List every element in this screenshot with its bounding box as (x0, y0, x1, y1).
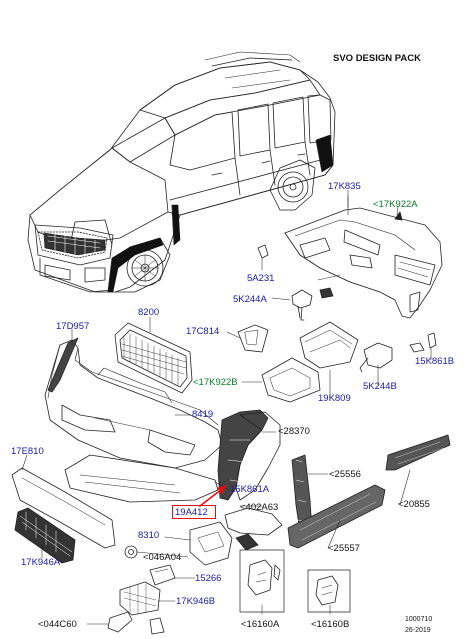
callout-17k922b[interactable]: <17K922B (193, 377, 238, 388)
callout-046a04[interactable]: <046A04 (143, 552, 182, 563)
callout-16160b[interactable]: <16160B (311, 619, 350, 630)
front-bumper-art (44, 339, 223, 469)
highlight-box-19a412 (172, 505, 216, 519)
callout-15266[interactable]: 15266 (195, 573, 222, 584)
callout-8419[interactable]: 8419 (192, 409, 214, 420)
callout-402a63[interactable]: <402A63 (240, 502, 279, 513)
callout-8310[interactable]: 8310 (138, 530, 160, 541)
callout-16160a[interactable]: <16160A (241, 619, 280, 630)
footer-code: 1000710 (405, 616, 433, 623)
callout-17k835[interactable]: 17K835 (328, 181, 361, 192)
callout-15k861b[interactable]: 15K861B (415, 356, 455, 367)
callout-17k922a[interactable]: <17K922A (373, 199, 418, 210)
callout-17c814[interactable]: 17C814 (186, 326, 220, 337)
callout-17d957[interactable]: 17D957 (56, 321, 90, 332)
vehicle-illustration (27, 51, 336, 293)
diagram-title: SVO DESIGN PACK (333, 53, 421, 64)
grille-art (114, 322, 193, 394)
callout-25556[interactable]: <25556 (329, 469, 361, 480)
callout-19a412[interactable]: 19A412 (175, 507, 208, 518)
wheel-arch-liner-art (217, 409, 281, 501)
callout-044c60[interactable]: <044C60 (38, 619, 77, 630)
callout-5a231[interactable]: 5A231 (247, 273, 275, 284)
callout-20855[interactable]: <20855 (398, 499, 430, 510)
callout-5k244a[interactable]: 5K244A (233, 294, 267, 305)
callout-19k809[interactable]: 19K809 (318, 393, 351, 404)
callout-8200[interactable]: 8200 (138, 307, 160, 318)
footer-date: 26-2019 (405, 627, 431, 634)
callout-17e810[interactable]: 17E810 (11, 446, 44, 457)
callout-25557[interactable]: <25557 (328, 543, 360, 554)
callout-5k244b[interactable]: 5K244B (363, 381, 397, 392)
rear-bumper-art (284, 207, 443, 319)
callout-15k861a[interactable]: 15K861A (230, 484, 270, 495)
callout-17k946b[interactable]: 17K946B (176, 596, 216, 607)
callout-17k946a[interactable]: 17K946A (21, 557, 61, 568)
callout-28370[interactable]: <28370 (278, 426, 310, 437)
